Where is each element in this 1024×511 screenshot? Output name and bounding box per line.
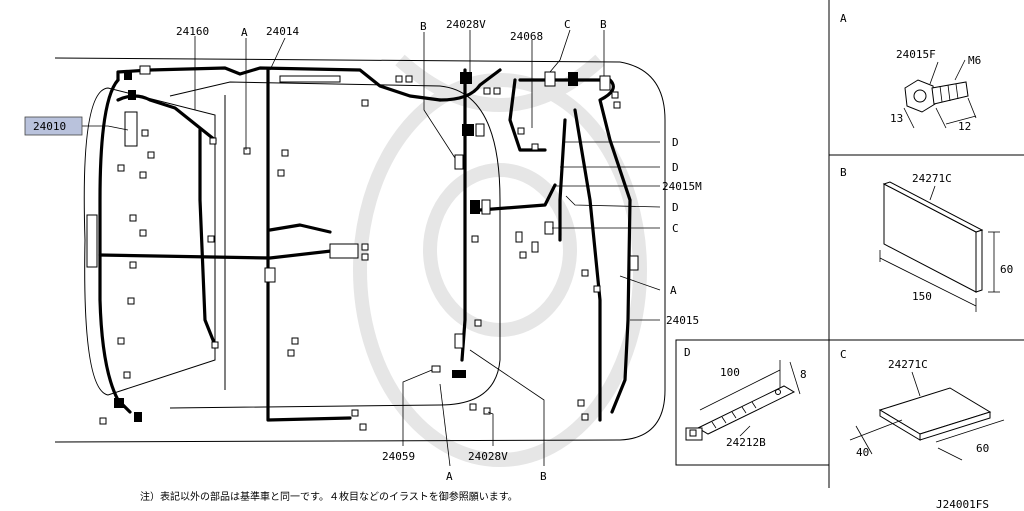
label-a-right: A — [670, 284, 677, 297]
label-24014: 24014 — [266, 25, 299, 38]
label-24015m: 24015M — [662, 180, 702, 193]
label-24028v-bottom: 24028V — [468, 450, 508, 463]
label-24010: 24010 — [33, 120, 66, 133]
label-a-top: A — [241, 26, 248, 39]
panel-c-pad: C 24271C 40 60 — [840, 348, 1005, 461]
panel-a-part: 24015F — [896, 48, 936, 61]
drawing-code: J24001FS — [936, 498, 989, 511]
panel-b-dim-150: 150 — [912, 290, 932, 303]
panel-d-dim-100: 100 — [720, 366, 740, 379]
panel-b-pad: B 24271C 60 150 — [840, 166, 1013, 312]
panel-b-part: 24271C — [912, 172, 952, 185]
label-c-top: C — [564, 18, 571, 31]
label-d-3: D — [672, 201, 679, 214]
label-24028v-top: 24028V — [446, 18, 486, 31]
label-d-2: D — [672, 161, 679, 174]
label-b-bottom: B — [540, 470, 547, 483]
detail-panels — [675, 0, 1024, 488]
panel-d-part: 24212B — [726, 436, 766, 449]
panel-d-clip: D 100 8 24212B — [684, 346, 807, 449]
label-c-right: C — [672, 222, 679, 235]
label-b-top-left: B — [420, 20, 427, 33]
label-24015: 24015 — [666, 314, 699, 327]
panel-c-dim-40: 40 — [856, 446, 869, 459]
panel-b-dim-60: 60 — [1000, 263, 1013, 276]
label-d-1: D — [672, 136, 679, 149]
main-labels: 24160 24014 A B 24028V 24068 C B 24010 D… — [24, 18, 989, 511]
clip-shape — [685, 385, 796, 441]
label-b-top-right: B — [600, 18, 607, 31]
label-a-bottom: A — [446, 470, 453, 483]
panel-d-letter: D — [684, 346, 691, 359]
panel-a-letter: A — [840, 12, 847, 25]
panel-d-dim-8: 8 — [800, 368, 807, 381]
bolt-icon — [904, 79, 969, 113]
label-24160: 24160 — [176, 25, 209, 38]
panel-a-bolt: A 24015F M6 13 12 — [840, 12, 981, 133]
panel-b-letter: B — [840, 166, 847, 179]
panel-c-part: 24271C — [888, 358, 928, 371]
panel-a-dim-12: 12 — [958, 120, 971, 133]
label-24059: 24059 — [382, 450, 415, 463]
panel-c-letter: C — [840, 348, 847, 361]
small-pad-shape — [878, 387, 992, 441]
panel-c-dim-60: 60 — [976, 442, 989, 455]
label-24010-highlight — [24, 116, 83, 136]
label-24068: 24068 — [510, 30, 543, 43]
footnote: 注）表記以外の部品は基準車と同一です。４枚目などのイラストを御参照願います。 — [140, 490, 518, 503]
vehicle-body-outline — [54, 57, 666, 443]
panel-a-thread: M6 — [968, 54, 981, 67]
connectors — [86, 65, 639, 431]
pad-shape — [882, 181, 984, 293]
panel-a-dim-13: 13 — [890, 112, 903, 125]
leader-lines — [82, 29, 661, 467]
